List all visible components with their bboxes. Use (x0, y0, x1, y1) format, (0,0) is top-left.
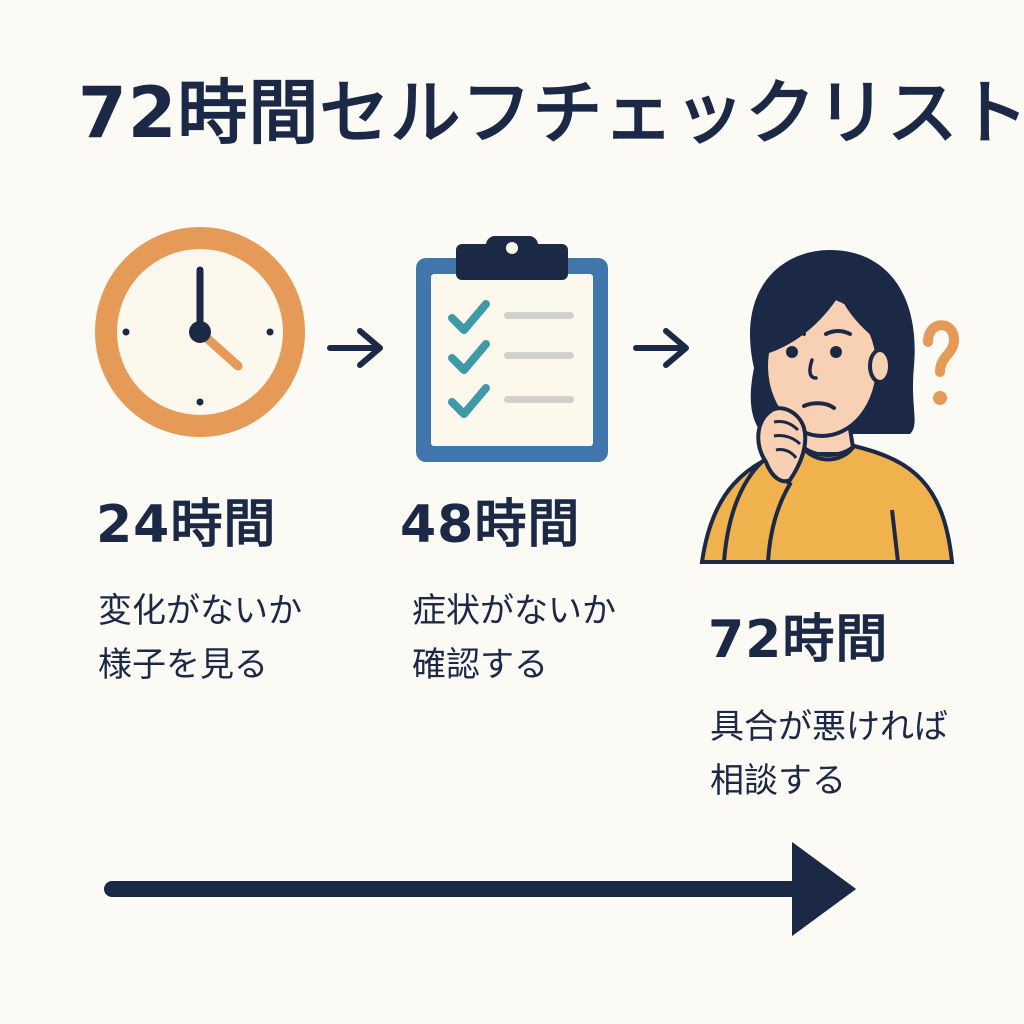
step-description-line: 症状がないか (412, 591, 616, 631)
timeline-arrow-icon (104, 842, 856, 936)
clipboard-checklist-icon (416, 236, 608, 462)
step-description-line: 具合が悪ければ (710, 707, 948, 747)
arrow-right-icon (327, 328, 383, 368)
clock-icon (95, 227, 305, 437)
step-description-line: 様子を見る (98, 645, 268, 686)
step-description: 症状がないか 確認する (412, 584, 616, 693)
step-description: 変化がないか 様子を見る (98, 584, 302, 693)
step-label: 72時間 (708, 610, 889, 670)
page-title: 72時間セルフチェックリスト (78, 72, 1024, 154)
step-description: 具合が悪ければ 相談する (710, 700, 948, 809)
step-description-line: 相談する (710, 761, 846, 802)
step-label: 48時間 (400, 495, 581, 555)
worried-woman-icon (699, 250, 960, 564)
step-label: 24時間 (96, 495, 277, 555)
arrow-right-icon (633, 328, 689, 368)
step-description-line: 確認する (412, 645, 548, 686)
step-description-line: 変化がないか (98, 591, 302, 631)
